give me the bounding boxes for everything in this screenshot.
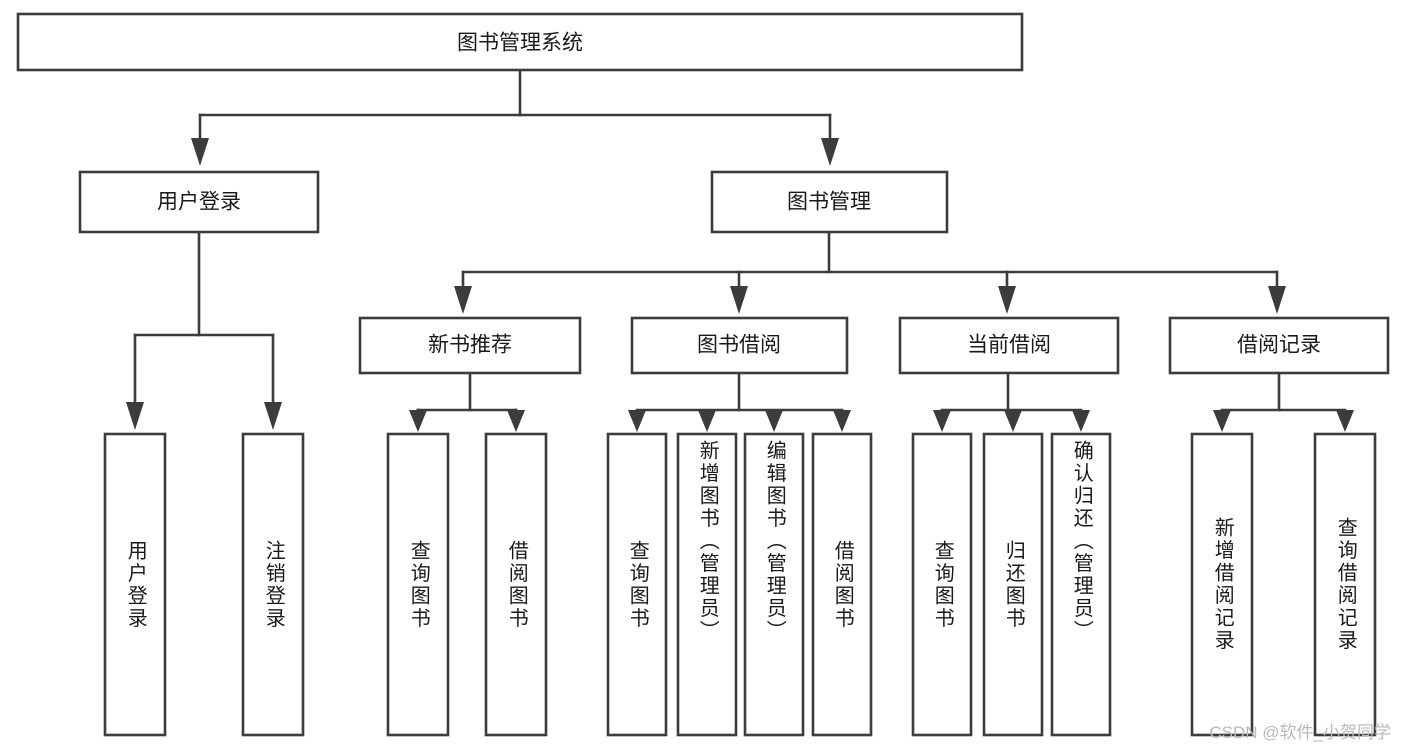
arrow-current-to-leaf-3	[1072, 410, 1090, 432]
arrow-book-mgmt-to-record	[1268, 286, 1286, 314]
leaf-box-borrow-book-2[interactable]	[811, 432, 873, 737]
new-book-recommend-box[interactable]	[358, 316, 582, 375]
leaf-box-query-record[interactable]	[1313, 432, 1377, 737]
csdn-watermark: CSDN @软件_小贺同学	[1209, 723, 1391, 742]
book-borrow-label: 图书借阅	[697, 334, 781, 357]
arrow-root-to-user-login	[191, 138, 209, 166]
arrow-record-to-leaf-1	[1213, 410, 1231, 432]
arrow-new-book-to-leaf-2	[507, 410, 525, 432]
arrow-current-to-leaf-1	[933, 410, 951, 432]
borrow-record-box[interactable]	[1168, 316, 1390, 375]
book-management-label: 图书管理	[787, 191, 871, 214]
new-book-recommend-label: 新书推荐	[428, 334, 512, 357]
arrow-user-login-to-leaf-2	[264, 402, 282, 430]
arrow-borrow-to-leaf-4	[833, 410, 851, 432]
book-borrow-box[interactable]	[630, 316, 849, 375]
node-new-book-recommend[interactable]: 新书推荐	[358, 316, 582, 375]
connector-layer	[126, 68, 1354, 432]
leaf-box-query-book-3[interactable]	[911, 432, 973, 737]
node-root[interactable]: 图书管理系统	[16, 12, 1024, 72]
leaf-box-layer	[103, 432, 1377, 737]
leaf-box-confirm-return[interactable]	[1050, 432, 1112, 737]
leaf-box-query-book-2[interactable]	[606, 432, 668, 737]
arrow-record-to-leaf-2	[1336, 410, 1354, 432]
arrow-user-login-to-leaf-1	[126, 402, 144, 430]
user-login-label: 用户登录	[157, 191, 241, 214]
node-user-login[interactable]: 用户登录	[78, 170, 320, 234]
arrow-root-to-book-mgmt	[821, 138, 839, 166]
node-book-management[interactable]: 图书管理	[710, 170, 949, 234]
node-borrow-record[interactable]: 借阅记录	[1168, 316, 1390, 375]
arrow-current-to-leaf-2	[1004, 410, 1022, 432]
arrow-book-mgmt-to-borrow	[730, 286, 748, 314]
arrow-borrow-to-leaf-2	[698, 410, 716, 432]
leaf-box-edit-book-admin[interactable]	[743, 432, 805, 737]
arrow-borrow-to-leaf-3	[765, 410, 783, 432]
book-management-box[interactable]	[710, 170, 949, 234]
root-box[interactable]	[16, 12, 1024, 72]
leaf-box-return-book[interactable]	[982, 432, 1044, 737]
borrow-record-label: 借阅记录	[1237, 334, 1321, 357]
arrow-borrow-to-leaf-1	[628, 410, 646, 432]
current-borrow-box[interactable]	[898, 316, 1120, 375]
leaf-box-logout[interactable]	[241, 432, 305, 737]
root-label: 图书管理系统	[457, 32, 583, 55]
user-login-box[interactable]	[78, 170, 320, 234]
node-book-borrow[interactable]: 图书借阅	[630, 316, 849, 375]
current-borrow-label: 当前借阅	[967, 334, 1051, 357]
leaf-box-query-book-1[interactable]	[386, 432, 450, 737]
node-current-borrow[interactable]: 当前借阅	[898, 316, 1120, 375]
leaf-box-user-login[interactable]	[103, 432, 167, 737]
leaf-box-borrow-book-1[interactable]	[484, 432, 548, 737]
leaf-box-add-book-admin[interactable]	[676, 432, 738, 737]
arrow-book-mgmt-to-current	[998, 286, 1016, 314]
leaf-box-add-record[interactable]	[1190, 432, 1254, 737]
arrow-new-book-to-leaf-1	[409, 410, 427, 432]
arrow-book-mgmt-to-new-book	[454, 286, 472, 314]
